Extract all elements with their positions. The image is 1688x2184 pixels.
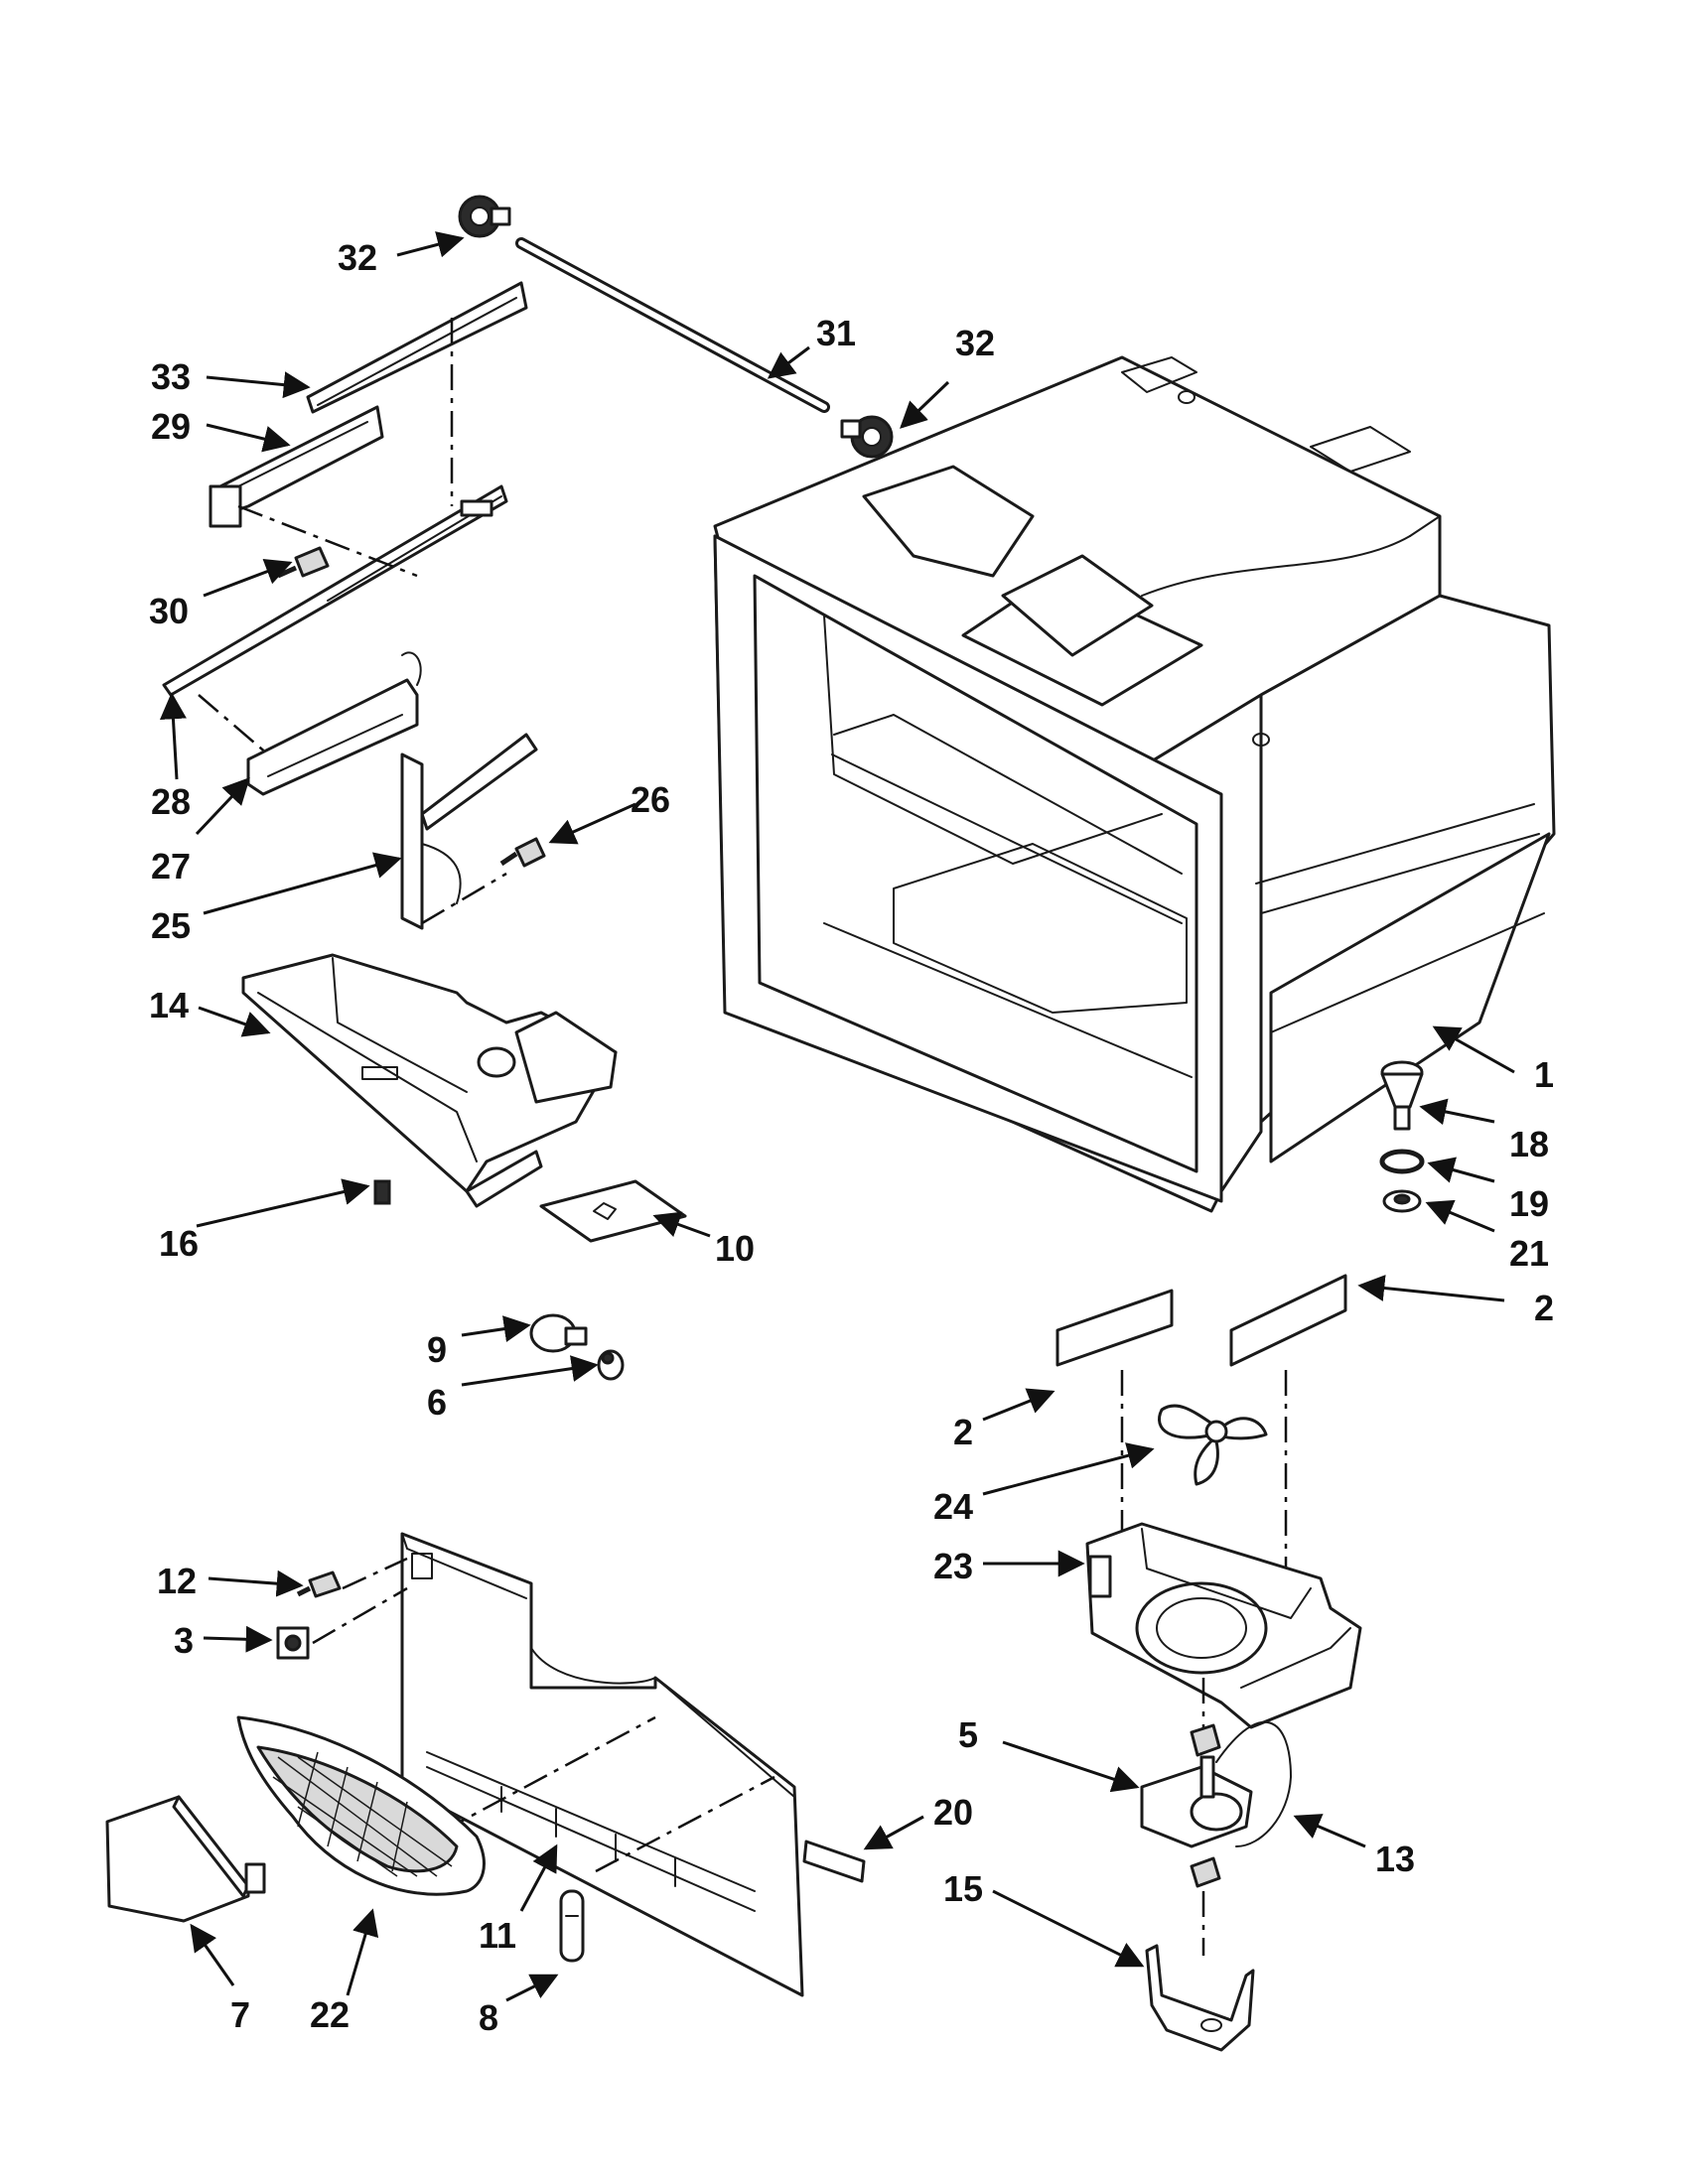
- callout-13: 13: [1375, 1839, 1415, 1879]
- grille-screw: [296, 1570, 342, 1598]
- assembly-line: [312, 1586, 408, 1645]
- drain-fitting: [1380, 1060, 1424, 1131]
- light-bulb: [529, 1313, 588, 1353]
- callout-32: 32: [338, 237, 377, 278]
- callout-5: 5: [958, 1714, 978, 1755]
- slide-screw: [276, 546, 330, 579]
- lower-panel: [400, 1532, 804, 1997]
- freezer-liner: [713, 355, 1556, 1213]
- cover-plug: [559, 1889, 585, 1963]
- insulation-pad-left: [1055, 1289, 1174, 1367]
- callout-16: 16: [159, 1223, 199, 1264]
- grommet: [1382, 1189, 1422, 1213]
- callout-18: 18: [1509, 1124, 1549, 1164]
- callout-33: 33: [151, 356, 191, 397]
- callout-28: 28: [151, 781, 191, 822]
- assembly-line: [198, 694, 269, 755]
- callout-1: 1: [1534, 1054, 1554, 1095]
- side-cover: [105, 1795, 266, 1923]
- insulation-pad: [1229, 1274, 1347, 1367]
- callout-20: 20: [933, 1792, 973, 1833]
- callout-14: 14: [149, 985, 189, 1025]
- callout-2: 2: [1534, 1288, 1554, 1328]
- callout-32-right: 32: [955, 323, 995, 363]
- drive-shaft: [515, 237, 830, 413]
- slide-bracket: [209, 405, 384, 528]
- callout-25: 25: [151, 905, 191, 946]
- assembly-line: [421, 872, 507, 925]
- clip: [276, 1626, 310, 1660]
- lamp-socket: [597, 1349, 625, 1381]
- rail-support: [246, 651, 422, 796]
- bracket-screw: [499, 837, 546, 868]
- slide-rail: [162, 484, 508, 697]
- callout-30: 30: [149, 591, 189, 631]
- mounting-bracket: [400, 733, 538, 930]
- callout-9: 9: [427, 1329, 447, 1370]
- callout-3: 3: [174, 1620, 194, 1661]
- o-ring: [1379, 1149, 1425, 1174]
- ice-deflector: [241, 953, 618, 1208]
- fan-blade: [1158, 1404, 1268, 1486]
- fan-shroud: [1085, 1522, 1362, 1729]
- assembly-line: [237, 504, 418, 578]
- assembly-line: [595, 1775, 775, 1873]
- wire-harness: [1215, 1720, 1292, 1847]
- callout-24: 24: [933, 1486, 973, 1527]
- callout-19: 19: [1509, 1183, 1549, 1224]
- callout-31: 31: [816, 313, 856, 353]
- callout-15: 15: [943, 1868, 983, 1909]
- callout-26: 26: [631, 779, 670, 820]
- drive-gear-right: [840, 415, 894, 459]
- drive-gear: [458, 195, 511, 238]
- callout-8: 8: [479, 1997, 498, 2038]
- switch: [373, 1179, 391, 1205]
- callout-27: 27: [151, 846, 191, 887]
- callout-29: 29: [151, 406, 191, 447]
- callout-12: 12: [157, 1561, 197, 1601]
- callout-11: 11: [479, 1915, 516, 1956]
- callout-10: 10: [715, 1228, 755, 1269]
- callout-2-left: 2: [953, 1412, 973, 1452]
- callout-23: 23: [933, 1546, 973, 1586]
- assembly-line: [342, 1557, 408, 1590]
- callout-6: 6: [427, 1382, 447, 1423]
- callout-21: 21: [1509, 1233, 1549, 1274]
- slide-rail-cover: [306, 281, 528, 414]
- fan-motor: [1140, 1723, 1253, 1888]
- motor-bracket: [1145, 1944, 1255, 2052]
- callout-22: 22: [310, 1994, 350, 2035]
- foam-strip: [802, 1840, 866, 1883]
- assembly-line: [441, 1715, 656, 1834]
- callout-7: 7: [230, 1994, 250, 2035]
- toe-grille: [236, 1715, 486, 1896]
- callout-numbers: 32 31 32 33 29 30 28 27 26 25 14 16 10 9…: [149, 237, 1554, 2038]
- leader-lines: [159, 231, 1515, 2002]
- label: [539, 1179, 687, 1243]
